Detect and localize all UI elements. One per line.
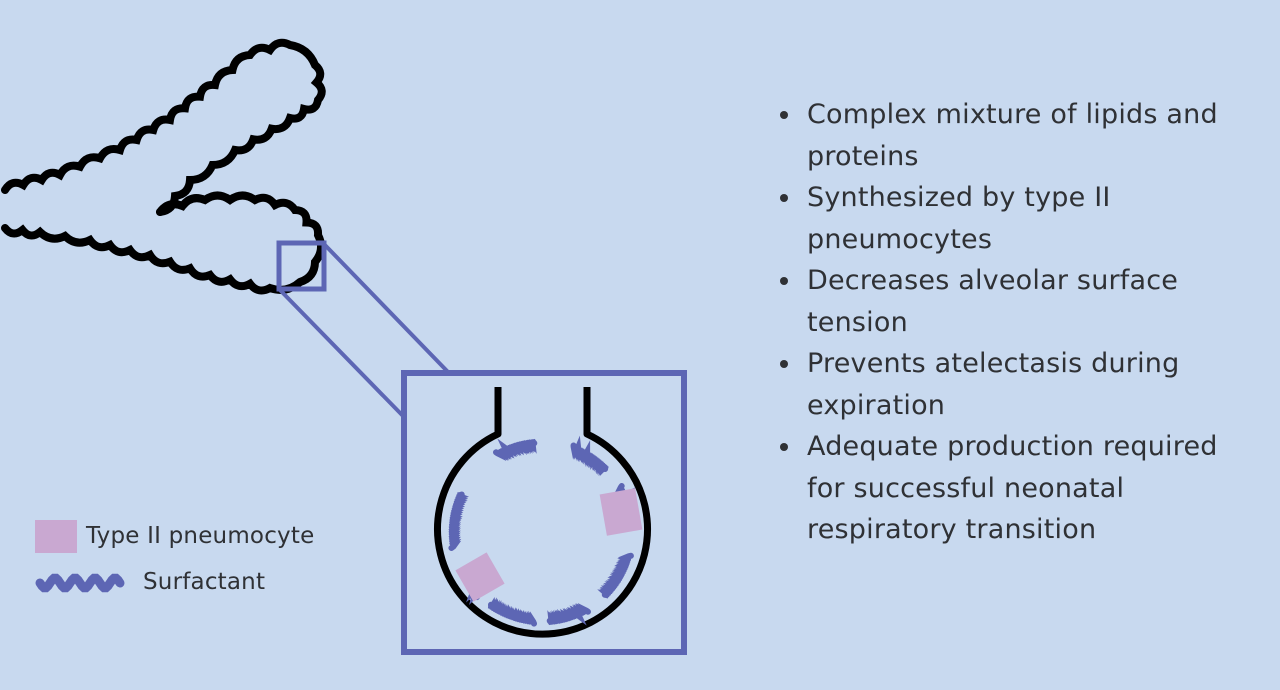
airway-outline bbox=[1, 38, 326, 295]
fact-item: Decreases alveolar surface tension bbox=[775, 260, 1245, 343]
zoom-connector-line bbox=[321, 241, 450, 374]
surfactant-segment bbox=[546, 602, 591, 626]
legend-surfactant-swatch bbox=[35, 573, 125, 593]
fact-item: Prevents atelectasis during expiration bbox=[775, 343, 1245, 426]
fact-item: Adequate production required for success… bbox=[775, 426, 1245, 551]
legend-type2-swatch bbox=[35, 520, 77, 553]
alveolus-diagram bbox=[1, 38, 687, 655]
upper-lobe-outline bbox=[1, 38, 326, 216]
fact-item: Complex mixture of lipids and proteins bbox=[775, 94, 1245, 177]
surfactant-segment bbox=[487, 597, 537, 627]
type2-pneumocyte bbox=[599, 488, 643, 536]
zoom-frame bbox=[401, 370, 687, 655]
alveolus-outline bbox=[434, 387, 651, 638]
zoom-connector-line bbox=[277, 287, 407, 420]
fact-item: Synthesized by type II pneumocytes bbox=[775, 177, 1245, 260]
legend-type2-label: Type II pneumocyte bbox=[86, 523, 315, 549]
surfactant-segment bbox=[597, 552, 634, 599]
surfactant-segment bbox=[493, 438, 538, 462]
legend-surfactant-label: Surfactant bbox=[143, 569, 266, 595]
fact-list: Complex mixture of lipids and proteins S… bbox=[775, 94, 1245, 551]
zoom-source-square bbox=[276, 240, 327, 292]
surfactant-segment bbox=[570, 435, 609, 477]
lower-lobe-outline bbox=[1, 191, 326, 295]
surfactant-segment bbox=[448, 491, 469, 551]
type2-pneumocyte bbox=[455, 552, 505, 602]
